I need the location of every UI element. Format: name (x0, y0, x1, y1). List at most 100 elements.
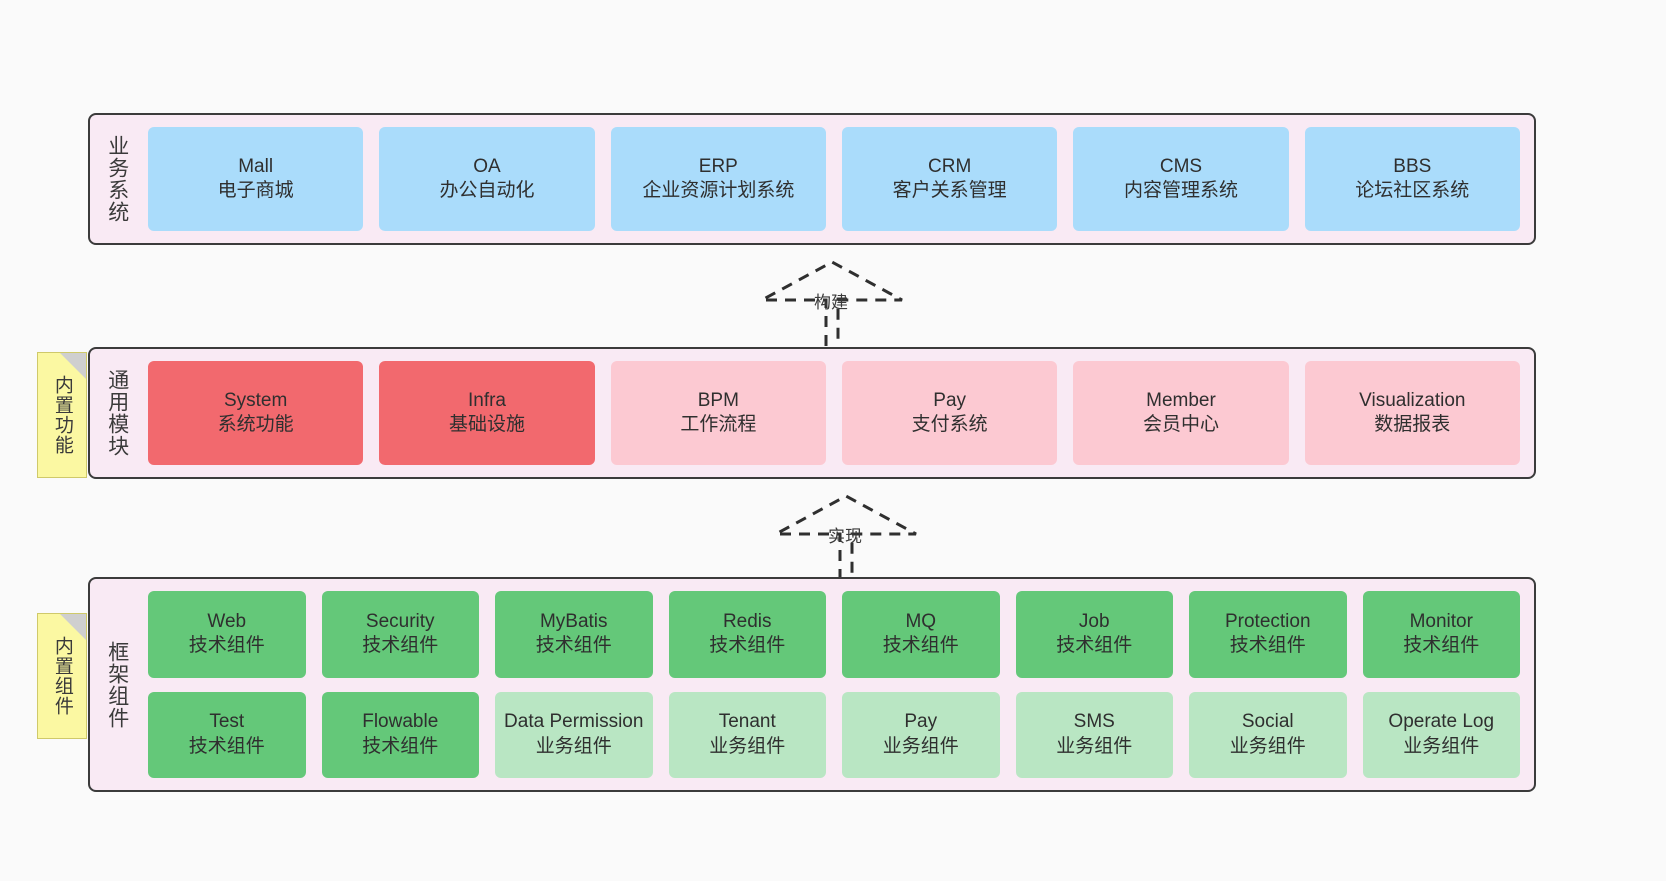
node-name: MQ (905, 610, 937, 632)
layer-common-modules: 通用模块 System 系统功能 Infra 基础设施 BPM 工作流程 Pay… (88, 347, 1536, 479)
node-operate-log[interactable]: Operate Log 业务组件 (1362, 691, 1520, 778)
node-name: Web (207, 610, 247, 632)
node-desc: 企业资源计划系统 (642, 180, 795, 201)
node-desc: 业务组件 (709, 735, 786, 757)
node-bpm[interactable]: BPM 工作流程 (610, 361, 826, 465)
node-name: Tenant (718, 711, 776, 733)
node-visualization[interactable]: Visualization 数据报表 (1304, 361, 1520, 465)
node-name: Social (1241, 711, 1294, 733)
node-sms[interactable]: SMS 业务组件 (1015, 691, 1173, 778)
node-name: Data Permission (504, 711, 644, 733)
node-desc: 业务组件 (1403, 735, 1480, 757)
node-flowable[interactable]: Flowable 技术组件 (321, 691, 479, 778)
node-name: Monitor (1409, 610, 1473, 632)
node-desc: 技术组件 (362, 635, 439, 657)
note-label: 内置功能 (51, 375, 73, 455)
node-name: System (223, 389, 288, 411)
node-desc: 基础设施 (448, 414, 525, 435)
node-desc: 论坛社区系统 (1355, 180, 1470, 201)
node-desc: 业务组件 (1229, 735, 1306, 757)
node-desc: 工作流程 (680, 414, 757, 435)
node-pay-biz[interactable]: Pay 业务组件 (842, 691, 1000, 778)
node-row: Web 技术组件 Security 技术组件 MyBatis 技术组件 Redi… (148, 591, 1520, 678)
node-cms[interactable]: CMS 内容管理系统 (1073, 127, 1289, 231)
node-name: CMS (1159, 155, 1203, 177)
node-security[interactable]: Security 技术组件 (321, 591, 479, 678)
node-name: Protection (1224, 610, 1311, 632)
node-data-permission[interactable]: Data Permission 业务组件 (495, 691, 653, 778)
layer-title-framework-components: 框架组件 (105, 640, 129, 729)
node-member[interactable]: Member 会员中心 (1073, 361, 1289, 465)
node-desc: 内容管理系统 (1123, 180, 1238, 201)
node-name: Flowable (362, 711, 439, 733)
layer-business-system: 业务系统 Mall 电子商城 OA 办公自动化 ERP 企业资源计划系统 CRM… (88, 113, 1536, 245)
node-bbs[interactable]: BBS 论坛社区系统 (1304, 127, 1520, 231)
node-mq[interactable]: MQ 技术组件 (842, 591, 1000, 678)
node-mall[interactable]: Mall 电子商城 (148, 127, 364, 231)
node-desc: 业务组件 (882, 735, 959, 757)
node-desc: 支付系统 (911, 414, 988, 435)
node-row: Test 技术组件 Flowable 技术组件 Data Permission … (148, 691, 1520, 778)
node-desc: 会员中心 (1142, 414, 1219, 435)
node-redis[interactable]: Redis 技术组件 (668, 591, 826, 678)
connector-label-build: 构建 (814, 293, 848, 312)
node-desc: 技术组件 (882, 635, 959, 657)
node-name: Operate Log (1388, 711, 1495, 733)
node-infra[interactable]: Infra 基础设施 (379, 361, 595, 465)
node-desc: 技术组件 (1056, 635, 1133, 657)
node-desc: 技术组件 (188, 735, 265, 757)
node-erp[interactable]: ERP 企业资源计划系统 (610, 127, 826, 231)
layer-framework-components: 框架组件 Web 技术组件 Security 技术组件 MyBatis 技术组件… (88, 577, 1536, 792)
note-builtin-features: 内置功能 (37, 352, 87, 478)
node-oa[interactable]: OA 办公自动化 (379, 127, 595, 231)
node-name: BBS (1393, 155, 1432, 177)
node-job[interactable]: Job 技术组件 (1015, 591, 1173, 678)
connector-implement: 实现 (766, 492, 926, 582)
node-pay[interactable]: Pay 支付系统 (841, 361, 1058, 465)
node-crm[interactable]: CRM 客户关系管理 (841, 127, 1058, 231)
dashed-hollow-arrow-up-icon (775, 494, 917, 580)
note-builtin-components: 内置组件 (37, 613, 87, 739)
node-name: Visualization (1359, 389, 1466, 411)
node-name: Member (1146, 389, 1216, 411)
layer-title-business-system: 业务系统 (105, 135, 129, 223)
node-protection[interactable]: Protection 技术组件 (1189, 591, 1347, 678)
node-desc: 技术组件 (535, 635, 612, 657)
node-desc: 办公自动化 (439, 180, 535, 201)
node-name: ERP (698, 155, 738, 177)
layer-body-common-modules: System 系统功能 Infra 基础设施 BPM 工作流程 Pay 支付系统… (144, 349, 1534, 477)
layer-title-common-modules: 通用模块 (105, 369, 129, 457)
node-desc: 数据报表 (1374, 414, 1451, 435)
node-desc: 技术组件 (1229, 635, 1306, 657)
node-web[interactable]: Web 技术组件 (148, 591, 306, 678)
node-desc: 业务组件 (535, 735, 612, 757)
node-monitor[interactable]: Monitor 技术组件 (1362, 591, 1520, 678)
node-desc: 技术组件 (1403, 635, 1480, 657)
node-tenant[interactable]: Tenant 业务组件 (668, 691, 826, 778)
node-social[interactable]: Social 业务组件 (1189, 691, 1347, 778)
node-desc: 技术组件 (188, 635, 265, 657)
node-desc: 技术组件 (709, 635, 786, 657)
node-row: System 系统功能 Infra 基础设施 BPM 工作流程 Pay 支付系统… (148, 361, 1520, 465)
layer-body-business-system: Mall 电子商城 OA 办公自动化 ERP 企业资源计划系统 CRM 客户关系… (144, 115, 1534, 243)
node-desc: 客户关系管理 (892, 180, 1007, 201)
node-name: MyBatis (539, 610, 608, 632)
node-test[interactable]: Test 技术组件 (148, 691, 306, 778)
node-desc: 系统功能 (217, 414, 294, 435)
node-name: BPM (697, 389, 739, 411)
node-name: Security (365, 610, 435, 632)
node-name: Mall (238, 155, 274, 177)
node-system[interactable]: System 系统功能 (148, 361, 364, 465)
node-name: Redis (722, 610, 772, 632)
node-desc: 业务组件 (1056, 735, 1133, 757)
connector-build: 构建 (752, 258, 912, 348)
node-name: OA (473, 155, 501, 177)
node-name: Pay (904, 711, 938, 733)
node-name: Pay (933, 389, 967, 411)
connector-label-implement: 实现 (828, 527, 862, 546)
node-name: Infra (467, 389, 506, 411)
node-mybatis[interactable]: MyBatis 技术组件 (495, 591, 653, 678)
node-desc: 电子商城 (217, 180, 294, 201)
node-name: CRM (928, 155, 972, 177)
node-name: Job (1078, 610, 1110, 632)
